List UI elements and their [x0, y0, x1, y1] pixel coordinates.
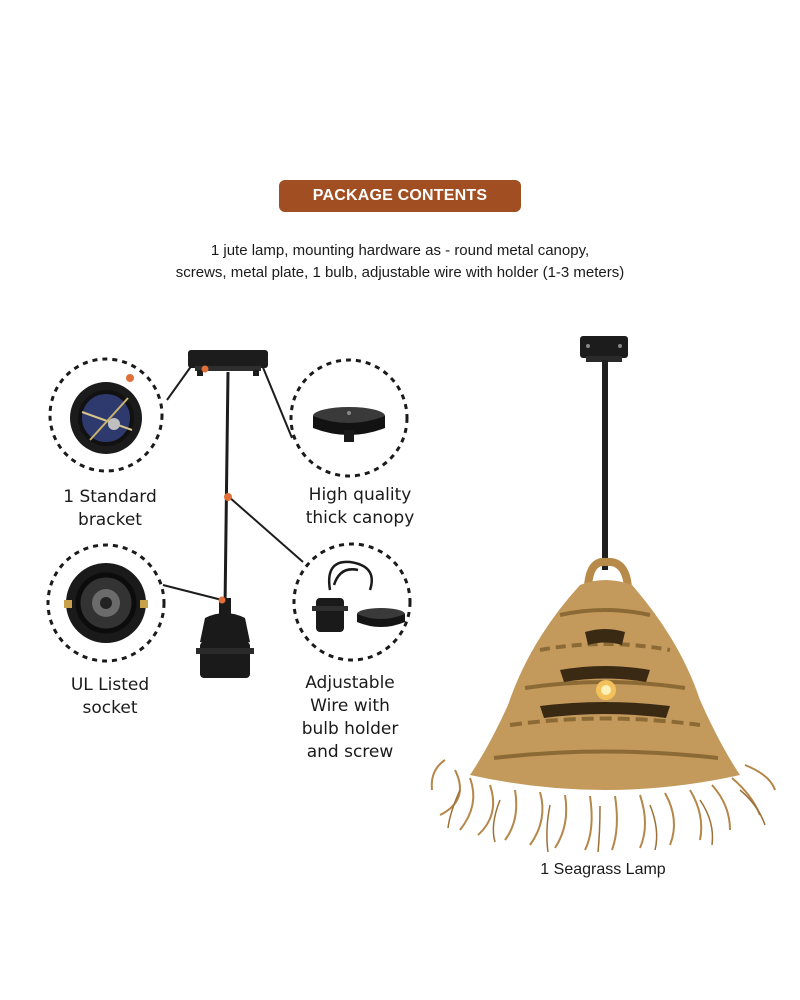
bracket-label-line-2: bracket — [78, 510, 142, 530]
wire-inset — [292, 542, 412, 662]
kit-socket — [196, 596, 254, 678]
socket-label-line-2: socket — [82, 698, 138, 718]
bracket-label: 1 Standard bracket — [40, 486, 180, 532]
socket-label-line-1: UL Listed — [70, 675, 150, 695]
wire-label-line-4: and screw — [306, 742, 394, 762]
kit-cord — [223, 371, 230, 609]
wire-label: Adjustable Wire with bulb holder and scr… — [280, 672, 420, 764]
wire-label-line-1: Adjustable — [305, 673, 395, 693]
seagrass-lamp — [430, 336, 776, 853]
bracket-inset — [48, 357, 164, 473]
canopy-label-line-1: High quality — [308, 485, 412, 505]
socket-label: UL Listed socket — [40, 674, 180, 720]
package-description: 1 jute lamp, mounting hardware as - roun… — [100, 240, 700, 284]
socket-inset — [46, 543, 166, 663]
description-line-1: 1 jute lamp, mounting hardware as - roun… — [210, 242, 590, 259]
wire-label-line-3: bulb holder — [301, 719, 399, 739]
package-contents-banner: PACKAGE CONTENTS — [279, 180, 521, 212]
connector-lines — [162, 364, 304, 601]
kit-cord-marker — [224, 493, 232, 501]
lamp-label: 1 Seagrass Lamp — [540, 861, 666, 878]
description-line-2: screws, metal plate, 1 bulb, adjustable … — [175, 264, 625, 281]
canopy-label-line-2: thick canopy — [305, 508, 415, 528]
wire-label-line-2: Wire with — [310, 696, 390, 716]
kit-canopy — [188, 350, 268, 376]
canopy-inset — [289, 358, 409, 478]
canopy-label: High quality thick canopy — [285, 484, 435, 530]
bracket-label-line-1: 1 Standard — [63, 487, 157, 507]
